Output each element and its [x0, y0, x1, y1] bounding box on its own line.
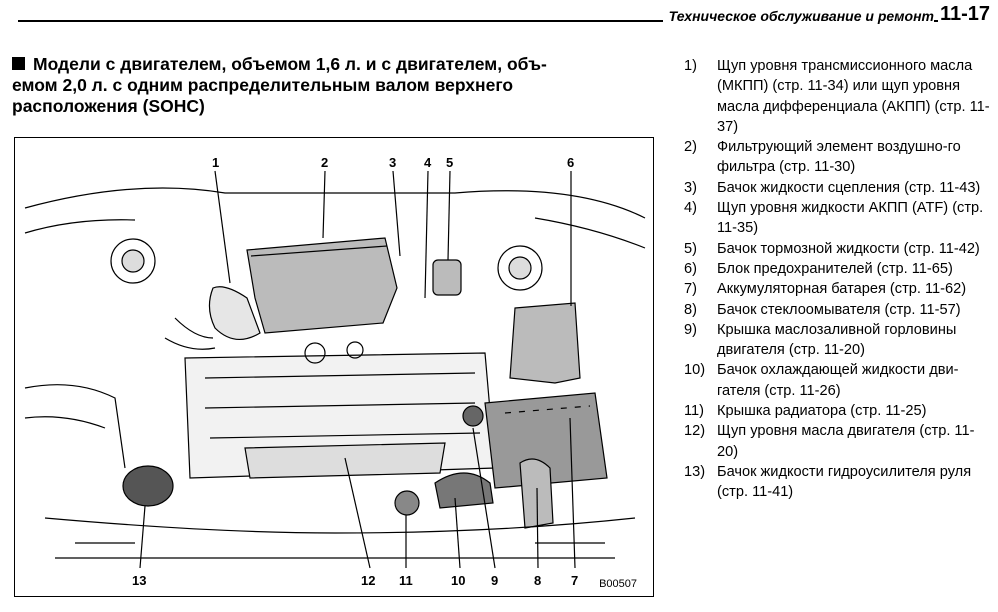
legend-item-text: Щуп уровня масла двигателя (стр. 11-20) — [717, 423, 975, 460]
legend-item-text: Аккумуляторная батарея (стр. 11-62) — [717, 281, 967, 298]
legend-item-text: Бачок охлаждающей жидкости дви-гателя (с… — [717, 362, 959, 399]
legend-item: 7) Аккумуляторная батарея (стр. 11-62) — [684, 279, 994, 299]
legend-item-text: Щуп уровня трансмиссионного масла (МКПП)… — [717, 58, 990, 135]
callout-5: 5 — [446, 155, 454, 170]
legend-item-text: Бачок тормозной жидкости (стр. 11-42) — [717, 240, 980, 257]
page-number: 11-17 — [939, 3, 990, 25]
page-header: Техническое обслуживание и ремонт 11-17 — [18, 3, 990, 28]
callout-8: 8 — [534, 573, 542, 588]
callout-9: 9 — [491, 573, 499, 588]
callout-2: 2 — [321, 155, 329, 170]
callout-3: 3 — [389, 155, 397, 170]
legend-item: 12) Щуп уровня масла двигателя (стр. 11-2… — [684, 421, 994, 462]
legend-item-number: 13) — [684, 463, 706, 480]
callout-1: 1 — [212, 155, 220, 170]
legend-item-text: Бачок стеклоомывателя (стр. 11-57) — [717, 301, 961, 318]
callout-11: 11 — [399, 573, 413, 588]
legend-item-number: 1) — [684, 58, 697, 74]
legend-item-text: Бачок жидкости сцепления (стр. 11-43) — [717, 179, 981, 196]
figure-id: B00507 — [599, 578, 637, 590]
legend-item: 6) Блок предохранителей (стр. 11-65) — [684, 259, 994, 279]
legend-item: 9) Крышка маслозаливной горловины двигате… — [684, 320, 994, 361]
legend-item: 1) Щуп уровня трансмиссионного масла (МКП… — [684, 56, 994, 137]
legend-item: 13) Бачок жидкости гидроусилителя руля (с… — [684, 462, 994, 503]
callout-12: 12 — [361, 573, 376, 588]
callout-6: 6 — [567, 155, 575, 170]
callout-10: 10 — [451, 573, 466, 588]
legend-item-text: Щуп уровня жидкости АКПП (ATF) (стр. 11-… — [717, 200, 984, 237]
callout-7: 7 — [571, 573, 579, 588]
section-title: Техническое обслуживание и ремонт — [662, 8, 934, 24]
legend-item-number: 2) — [684, 139, 697, 156]
legend-item: 5) Бачок тормозной жидкости (стр. 11-42) — [684, 239, 994, 259]
legend-item-number: 3) — [684, 179, 697, 196]
callout-4: 4 — [424, 155, 432, 170]
legend-item-text: Фильтрующий элемент воздушно-го фильтра … — [717, 139, 961, 176]
legend-item-number: 7) — [684, 281, 697, 298]
legend-item-number: 9) — [684, 321, 697, 338]
engine-illustration — [24, 170, 646, 569]
page-title-text: Модели с двигателем, объемом 1,6 л. и с … — [12, 54, 547, 116]
page-title: Модели с двигателем, объемом 1,6 л. и с … — [12, 54, 652, 117]
legend-item-text: Блок предохранителей (стр. 11-65) — [717, 260, 953, 277]
engine-compartment-figure: 1 2 3 4 5 6 7 8 9 10 11 12 13 B00507 — [14, 137, 654, 597]
legend-item: 10) Бачок охлаждающей жидкости дви-гателя… — [684, 360, 994, 401]
legend-item: 4) Щуп уровня жидкости АКПП (ATF) (стр. 1… — [684, 198, 994, 239]
legend-item-number: 12) — [684, 423, 706, 440]
legend-item-number: 6) — [684, 260, 697, 277]
legend-item-text: Бачок жидкости гидроусилителя руля (стр.… — [717, 463, 972, 501]
legend-item: 11) Крышка радиатора (стр. 11-25) — [684, 401, 994, 421]
legend-item: 8) Бачок стеклоомывателя (стр. 11-57) — [684, 300, 994, 320]
legend-item-number: 11) — [684, 403, 705, 420]
legend-item-number: 10) — [684, 362, 706, 379]
square-bullet-icon — [12, 57, 25, 70]
legend-item-text: Крышка маслозаливной горловины двигателя… — [717, 321, 957, 359]
legend-item-number: 4) — [684, 200, 697, 217]
legend-item: 2) Фильтрующий элемент воздушно-го фильтр… — [684, 137, 994, 178]
header-rule — [18, 20, 938, 22]
parts-legend: 1) Щуп уровня трансмиссионного масла (МКП… — [684, 56, 994, 503]
legend-item-number: 8) — [684, 301, 697, 318]
legend-item: 3) Бачок жидкости сцепления (стр. 11-43) — [684, 178, 994, 198]
legend-item-text: Крышка радиатора (стр. 11-25) — [717, 403, 927, 420]
callout-13: 13 — [132, 573, 147, 588]
legend-item-number: 5) — [684, 240, 697, 257]
